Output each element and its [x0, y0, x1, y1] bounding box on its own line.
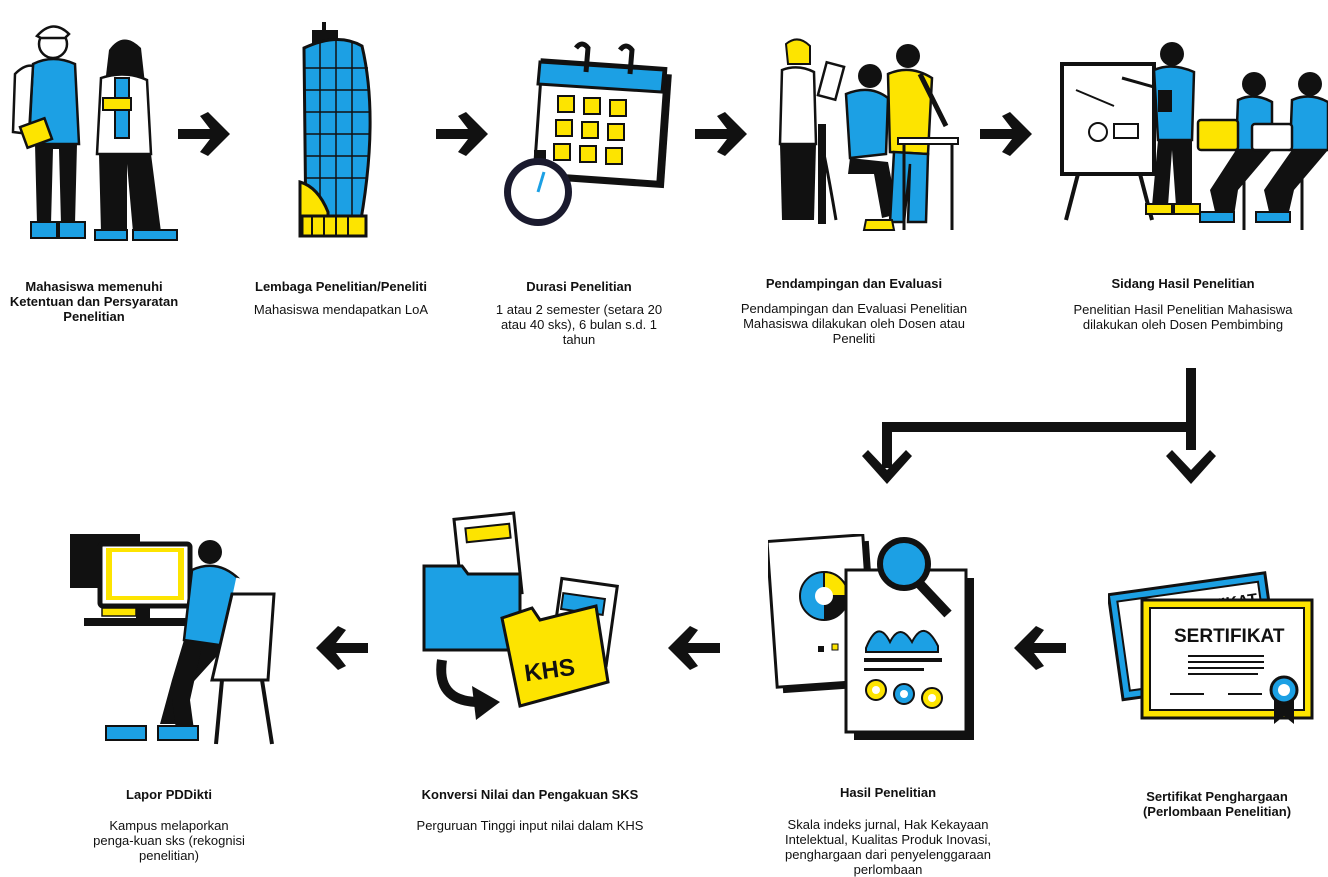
arrow-right-icon — [436, 112, 488, 156]
step-title: Konversi Nilai dan Pengakuan SKS — [421, 787, 639, 802]
step-caption: Lapor PDDikti Kampus melaporkan penga-ku… — [64, 787, 274, 863]
step-description: Penelitian Hasil Penelitian Mahasiswa di… — [1073, 302, 1293, 332]
step-description: 1 atau 2 semester (setara 20 atau 40 sks… — [495, 302, 663, 347]
step-title: Lapor PDDikti — [126, 787, 212, 802]
step-title: Sidang Hasil Penelitian — [1111, 276, 1255, 291]
step-description: Pendampingan dan Evaluasi Penelitian Mah… — [740, 301, 968, 346]
step-caption: Sertifikat Penghargaan (Perlombaan Penel… — [1128, 789, 1306, 819]
arrow-right-icon — [980, 112, 1032, 156]
step-description: Skala indeks jurnal, Hak Kekayaan Intele… — [784, 817, 991, 877]
research-results-icon — [768, 534, 974, 740]
step-caption: Hasil Penelitian Skala indeks jurnal, Ha… — [772, 785, 1004, 877]
certificate-icon: SERTIFIKAT SERTIFIKAT — [1108, 571, 1314, 724]
presentation-icon — [1060, 42, 1328, 230]
step-title: Lembaga Penelitian/Peneliti — [255, 279, 427, 294]
step-caption: Sidang Hasil Penelitian Penelitian Hasil… — [1062, 276, 1304, 332]
step-caption: Mahasiswa memenuhi Ketentuan dan Persyar… — [4, 279, 184, 324]
step-description: Mahasiswa mendapatkan LoA — [253, 302, 429, 317]
step-description: Perguruan Tinggi input nilai dalam KHS — [416, 818, 644, 833]
arrow-right-icon — [695, 112, 747, 156]
arrow-left-icon — [316, 626, 368, 670]
computer-worker-icon — [70, 534, 276, 745]
mentoring-icon — [778, 38, 959, 231]
arrow-left-icon — [1014, 626, 1066, 670]
step-description: Kampus melaporkan penga-kuan sks (rekogn… — [93, 818, 245, 863]
building-icon — [298, 22, 372, 238]
certificate-front-label: SERTIFIKAT — [1174, 626, 1285, 647]
arrow-left-icon — [668, 626, 720, 670]
arrow-right-icon — [178, 112, 230, 156]
students-icon — [11, 25, 178, 241]
step-title: Mahasiswa memenuhi Ketentuan dan Persyar… — [9, 279, 179, 324]
branch-connector-icon — [862, 368, 1216, 484]
step-caption: Konversi Nilai dan Pengakuan SKS Perguru… — [392, 787, 668, 833]
step-title: Durasi Penelitian — [526, 279, 632, 294]
step-caption: Durasi Penelitian 1 atau 2 semester (set… — [484, 279, 674, 347]
step-caption: Pendampingan dan Evaluasi Pendampingan d… — [738, 276, 970, 346]
step-title: Sertifikat Penghargaan (Perlombaan Penel… — [1142, 789, 1292, 819]
khs-folder-icon: KHS — [422, 511, 619, 720]
step-title: Hasil Penelitian — [839, 785, 937, 800]
step-title: Pendampingan dan Evaluasi — [765, 276, 943, 291]
step-caption: Lembaga Penelitian/Peneliti Mahasiswa me… — [236, 279, 446, 317]
calendar-stopwatch-icon — [504, 41, 672, 226]
